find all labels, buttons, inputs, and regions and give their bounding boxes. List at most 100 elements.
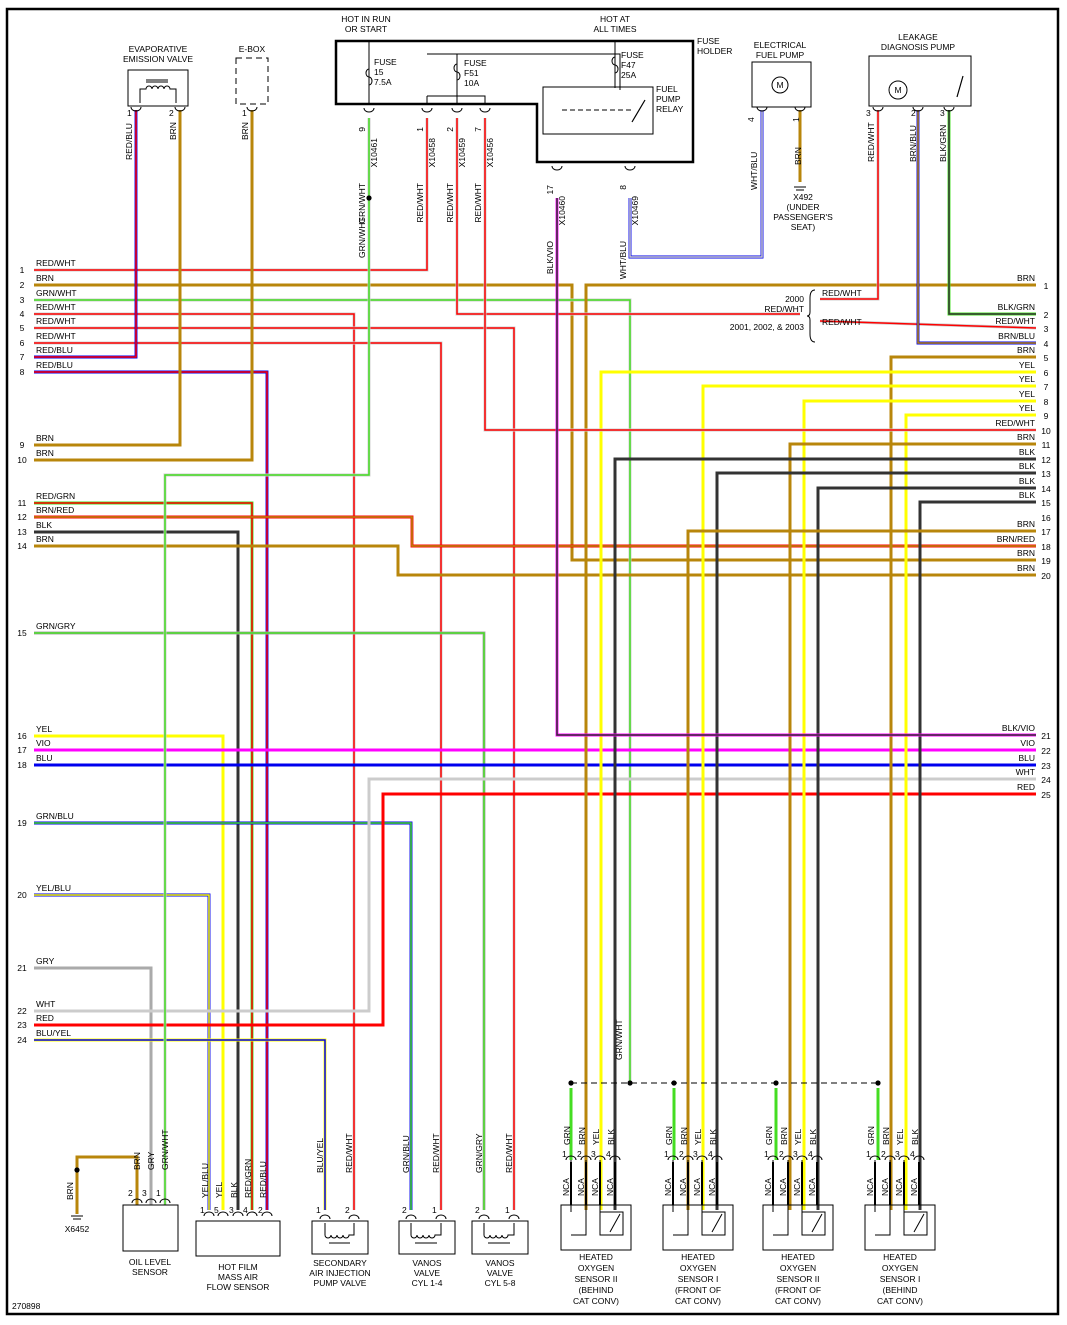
pin-number: 4 [808,1149,813,1159]
wire-l19 [34,822,412,1210]
maf-sensor-box [195,1220,281,1257]
wire-label: BLK [606,1129,616,1145]
right-pin-number: 2 [1044,310,1049,320]
right-pin-number: 23 [1041,761,1051,771]
right-pin-number: 13 [1041,469,1051,479]
splice-dot [74,1167,80,1173]
wire-r5 [889,355,1036,1210]
pin-number: 3 [793,1149,798,1159]
left-pin-number: 9 [20,440,25,450]
pin-connector-icon [246,1211,258,1217]
left-pin-wire-label: RED/BLU [36,360,73,370]
left-pin-number: 4 [20,309,25,319]
solenoid-icon [324,1223,355,1244]
wire-label: BRN/BLU [908,125,918,162]
grn-wht-label: GRN/WHT [614,1019,624,1060]
oxygen-sensor-box [560,1204,632,1251]
switch-icon [956,75,964,98]
pin-connector-icon [594,1155,606,1161]
leak-pump-box [868,55,972,107]
nca-label: NCA [865,1178,875,1196]
pin-connector-icon [174,106,186,112]
splice-dot [568,1080,574,1086]
pin-number: 3 [229,1205,234,1215]
motor-icon [888,80,908,100]
wire-r10 [484,118,1036,431]
right-pin-wire-label: BRN [1017,273,1035,283]
nca-label: NCA [692,1178,702,1196]
left-pin-wire-label: GRN/WHT [36,288,77,298]
pin-connector-icon [131,1198,143,1204]
nca-label: NCA [792,1178,802,1196]
wire-l4 [34,312,356,1210]
pin-number: 3 [591,1149,596,1159]
wire-l10 [34,110,254,462]
left-pin-number: 10 [17,455,27,465]
pin-connector-icon [898,1155,910,1161]
left-pin-number: 23 [17,1020,27,1030]
pin-connector-icon [565,1155,577,1161]
right-pin-wire-label: BLK/GRN [998,302,1035,312]
wire-label: YEL [895,1129,905,1145]
wire-r6 [599,370,1036,1210]
pin-connector-icon [667,1155,679,1161]
nca-label: NCA [909,1178,919,1196]
wire-l23 [34,792,1036,1027]
left-pin-wire-label: RED/WHT [36,331,76,341]
wire-label: BRN [679,1127,689,1145]
power-pin-number: 7 [473,127,483,132]
wire-label: BLK [229,1182,239,1198]
pin-connector-icon [767,1155,779,1161]
wire-l15 [34,632,485,1210]
labels-layer: 1RED/WHT2BRN3GRN/WHT4RED/WHT5RED/WHT6RED… [12,14,1051,1311]
pin-connector-icon [580,1155,592,1161]
power-connector-id: X10458 [427,138,437,168]
wire-l3 [34,298,632,1083]
wire-label: WHT/BLU [749,152,759,190]
pin-number: 1 [562,1149,567,1159]
right-pin-wire-label: BLK [1019,476,1035,486]
right-pin-wire-label: YEL [1019,403,1035,413]
wire-r21 [556,198,1036,736]
left-pin-number: 3 [20,295,25,305]
right-pin-number: 3 [1044,324,1049,334]
fuse-holder-box [334,39,695,164]
splice-dot [366,195,372,201]
pin-number: 2 [402,1205,407,1215]
wire-r11 [788,442,1036,1210]
left-pin-wire-label: RED/GRN [36,491,75,501]
wire-fuel-pump [629,110,763,258]
diagram-id: 270898 [12,1301,41,1311]
left-pin-number: 19 [17,818,27,828]
pin-number: 1 [127,108,132,118]
wire-l21 [34,966,153,1205]
left-pin-wire-label: BRN/RED [36,505,74,515]
left-pin-number: 17 [17,745,27,755]
pin-connector-icon [913,1155,925,1161]
wire-label: RED/BLU [124,123,134,160]
pin-connector-icon [203,1211,215,1217]
wire-l15 [34,631,486,1210]
left-pin-number: 20 [17,890,27,900]
motor-icon [771,76,789,94]
pin-number: 2 [911,108,916,118]
right-pin-number: 17 [1041,527,1051,537]
wire-label: RED/BLU [258,1161,268,1198]
power-wire-label: GRN/WHT [357,183,367,224]
wire-l13 [34,530,240,1210]
nca-label: NCA [880,1178,890,1196]
power-connector-id: X10459 [457,138,467,168]
wire-label: RED/WHT [344,1133,354,1173]
wire-label: BLK [708,1129,718,1145]
solenoid-icon [410,1223,442,1244]
pin-connector-icon [811,1155,823,1161]
right-pin-wire-label: WHT [1016,767,1035,777]
pin-number: 4 [746,117,756,122]
splice-dot [773,1080,779,1086]
